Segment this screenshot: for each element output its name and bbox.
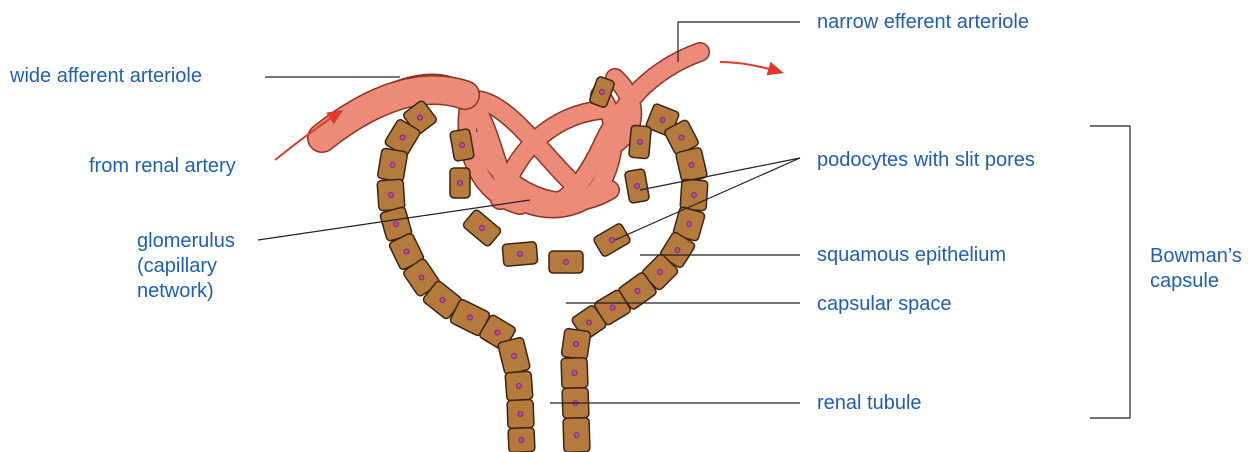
- cell-nucleus: [517, 251, 522, 256]
- outflow-arrow: [720, 62, 780, 72]
- podocyte-6: [593, 222, 632, 257]
- outer-left-cell-13: [507, 400, 534, 429]
- cell-nucleus: [572, 370, 577, 375]
- label-bowmans-line-2: capsule: [1150, 269, 1242, 294]
- label-glomerulus-line-2: (capillary: [137, 254, 235, 279]
- outer-left-cell-11: [497, 337, 530, 375]
- label-efferent-arteriole: narrow efferent arteriole: [817, 10, 1029, 35]
- outer-left-cell-3: [377, 148, 408, 182]
- outer-left-cell-14: [508, 427, 535, 452]
- outer-left-cell-4: [377, 179, 405, 211]
- outer-left-cell-12: [505, 371, 533, 401]
- podocyte-1: [450, 128, 475, 161]
- podocyte-4: [502, 242, 538, 267]
- label-capsular-space: capsular space: [817, 292, 952, 317]
- outer-right-cell-4: [680, 179, 708, 211]
- label-from-renal-artery: from renal artery: [89, 154, 236, 179]
- label-renal-tubule: renal tubule: [817, 391, 922, 416]
- cell-nucleus: [573, 341, 579, 347]
- cell-nucleus: [564, 260, 569, 265]
- podocyte-3: [462, 209, 502, 248]
- cell-nucleus: [519, 437, 524, 442]
- podocyte-7: [624, 169, 649, 204]
- cell-nucleus: [634, 183, 640, 189]
- cell-nucleus: [388, 192, 393, 197]
- label-bowmans-line-1: Bowman’s: [1150, 244, 1242, 269]
- label-glomerulus-line-3: network): [137, 279, 235, 304]
- cell-nucleus: [458, 181, 463, 186]
- outer-right-cell-12: [561, 358, 588, 389]
- label-squamous-epithelium: squamous epithelium: [817, 243, 1006, 268]
- cell-nucleus: [390, 162, 396, 168]
- cell-nucleus: [637, 139, 642, 144]
- outer-right-cell-11: [561, 328, 591, 360]
- label-glomerulus: glomerulus (capillary network): [137, 229, 235, 304]
- podocyte-8: [629, 125, 652, 159]
- label-glomerulus-line-1: glomerulus: [137, 229, 235, 254]
- cell-nucleus: [518, 411, 523, 416]
- cell-nucleus: [574, 432, 579, 437]
- cell-nucleus: [691, 192, 696, 197]
- leader-podocytes-1: [640, 158, 800, 190]
- label-podocytes: podocytes with slit pores: [817, 148, 1035, 173]
- label-bowmans-capsule: Bowman’s capsule: [1150, 244, 1242, 294]
- cell-nucleus: [459, 142, 465, 148]
- podocyte-2: [450, 168, 470, 198]
- bowmans-bracket: [1090, 126, 1130, 418]
- outer-right-cell-14: [563, 418, 590, 452]
- podocyte-5: [549, 251, 583, 273]
- label-afferent-arteriole: wide afferent arteriole: [10, 64, 202, 89]
- cell-nucleus: [516, 383, 521, 388]
